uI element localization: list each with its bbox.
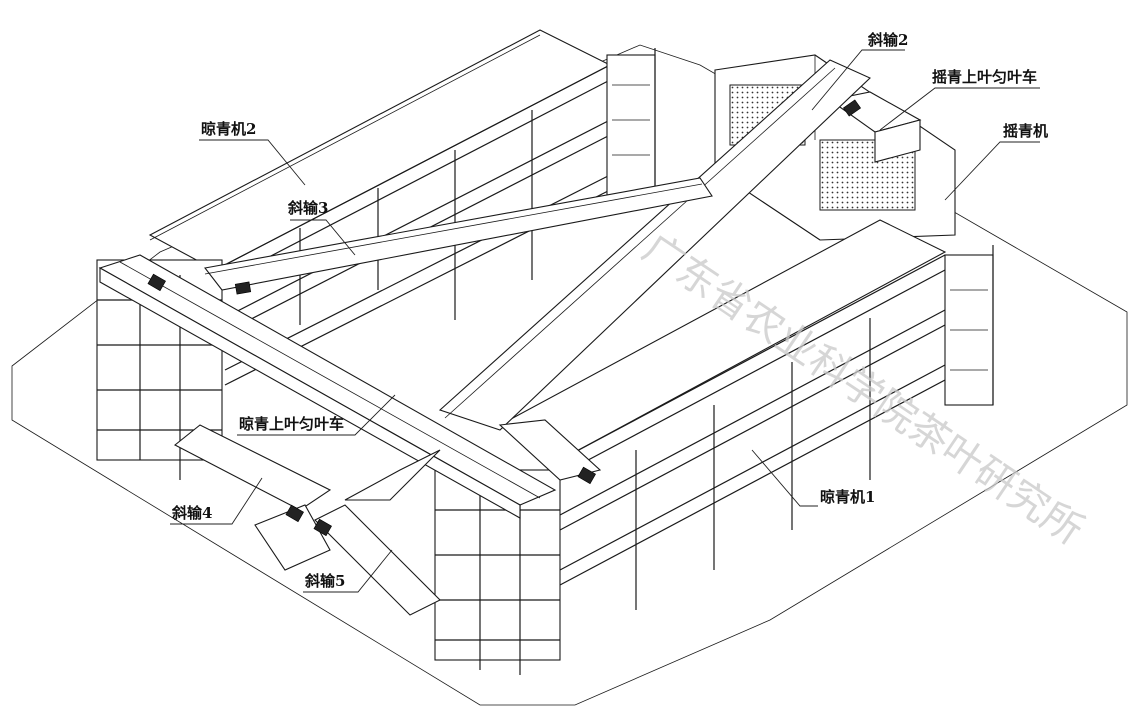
label-yaoqing-machine: 摇青机 [1003,122,1048,140]
label-xieshu-5: 斜输5 [304,572,345,590]
label-liangqing-cart: 晾青上叶匀叶车 [239,415,344,433]
label-xieshu-3: 斜输3 [287,199,328,217]
leader-lines [170,49,1040,593]
xieshu-3-conveyor [204,177,713,295]
xieshu-5-conveyor [313,449,441,616]
label-yaoqing-cart: 摇青上叶匀叶车 [932,68,1037,86]
xieshu-2-conveyor [438,59,871,431]
liangqing-machine-1 [498,219,994,610]
liangqing-cart [98,254,602,519]
xieshu-4-conveyor [173,424,332,571]
label-xieshu-4: 斜输4 [171,504,212,522]
label-liangqing-machine-1: 晾青机1 [820,488,875,506]
label-liangqing-machine-2: 晾青机2 [201,120,256,138]
label-xieshu-2: 斜输2 [867,31,908,49]
